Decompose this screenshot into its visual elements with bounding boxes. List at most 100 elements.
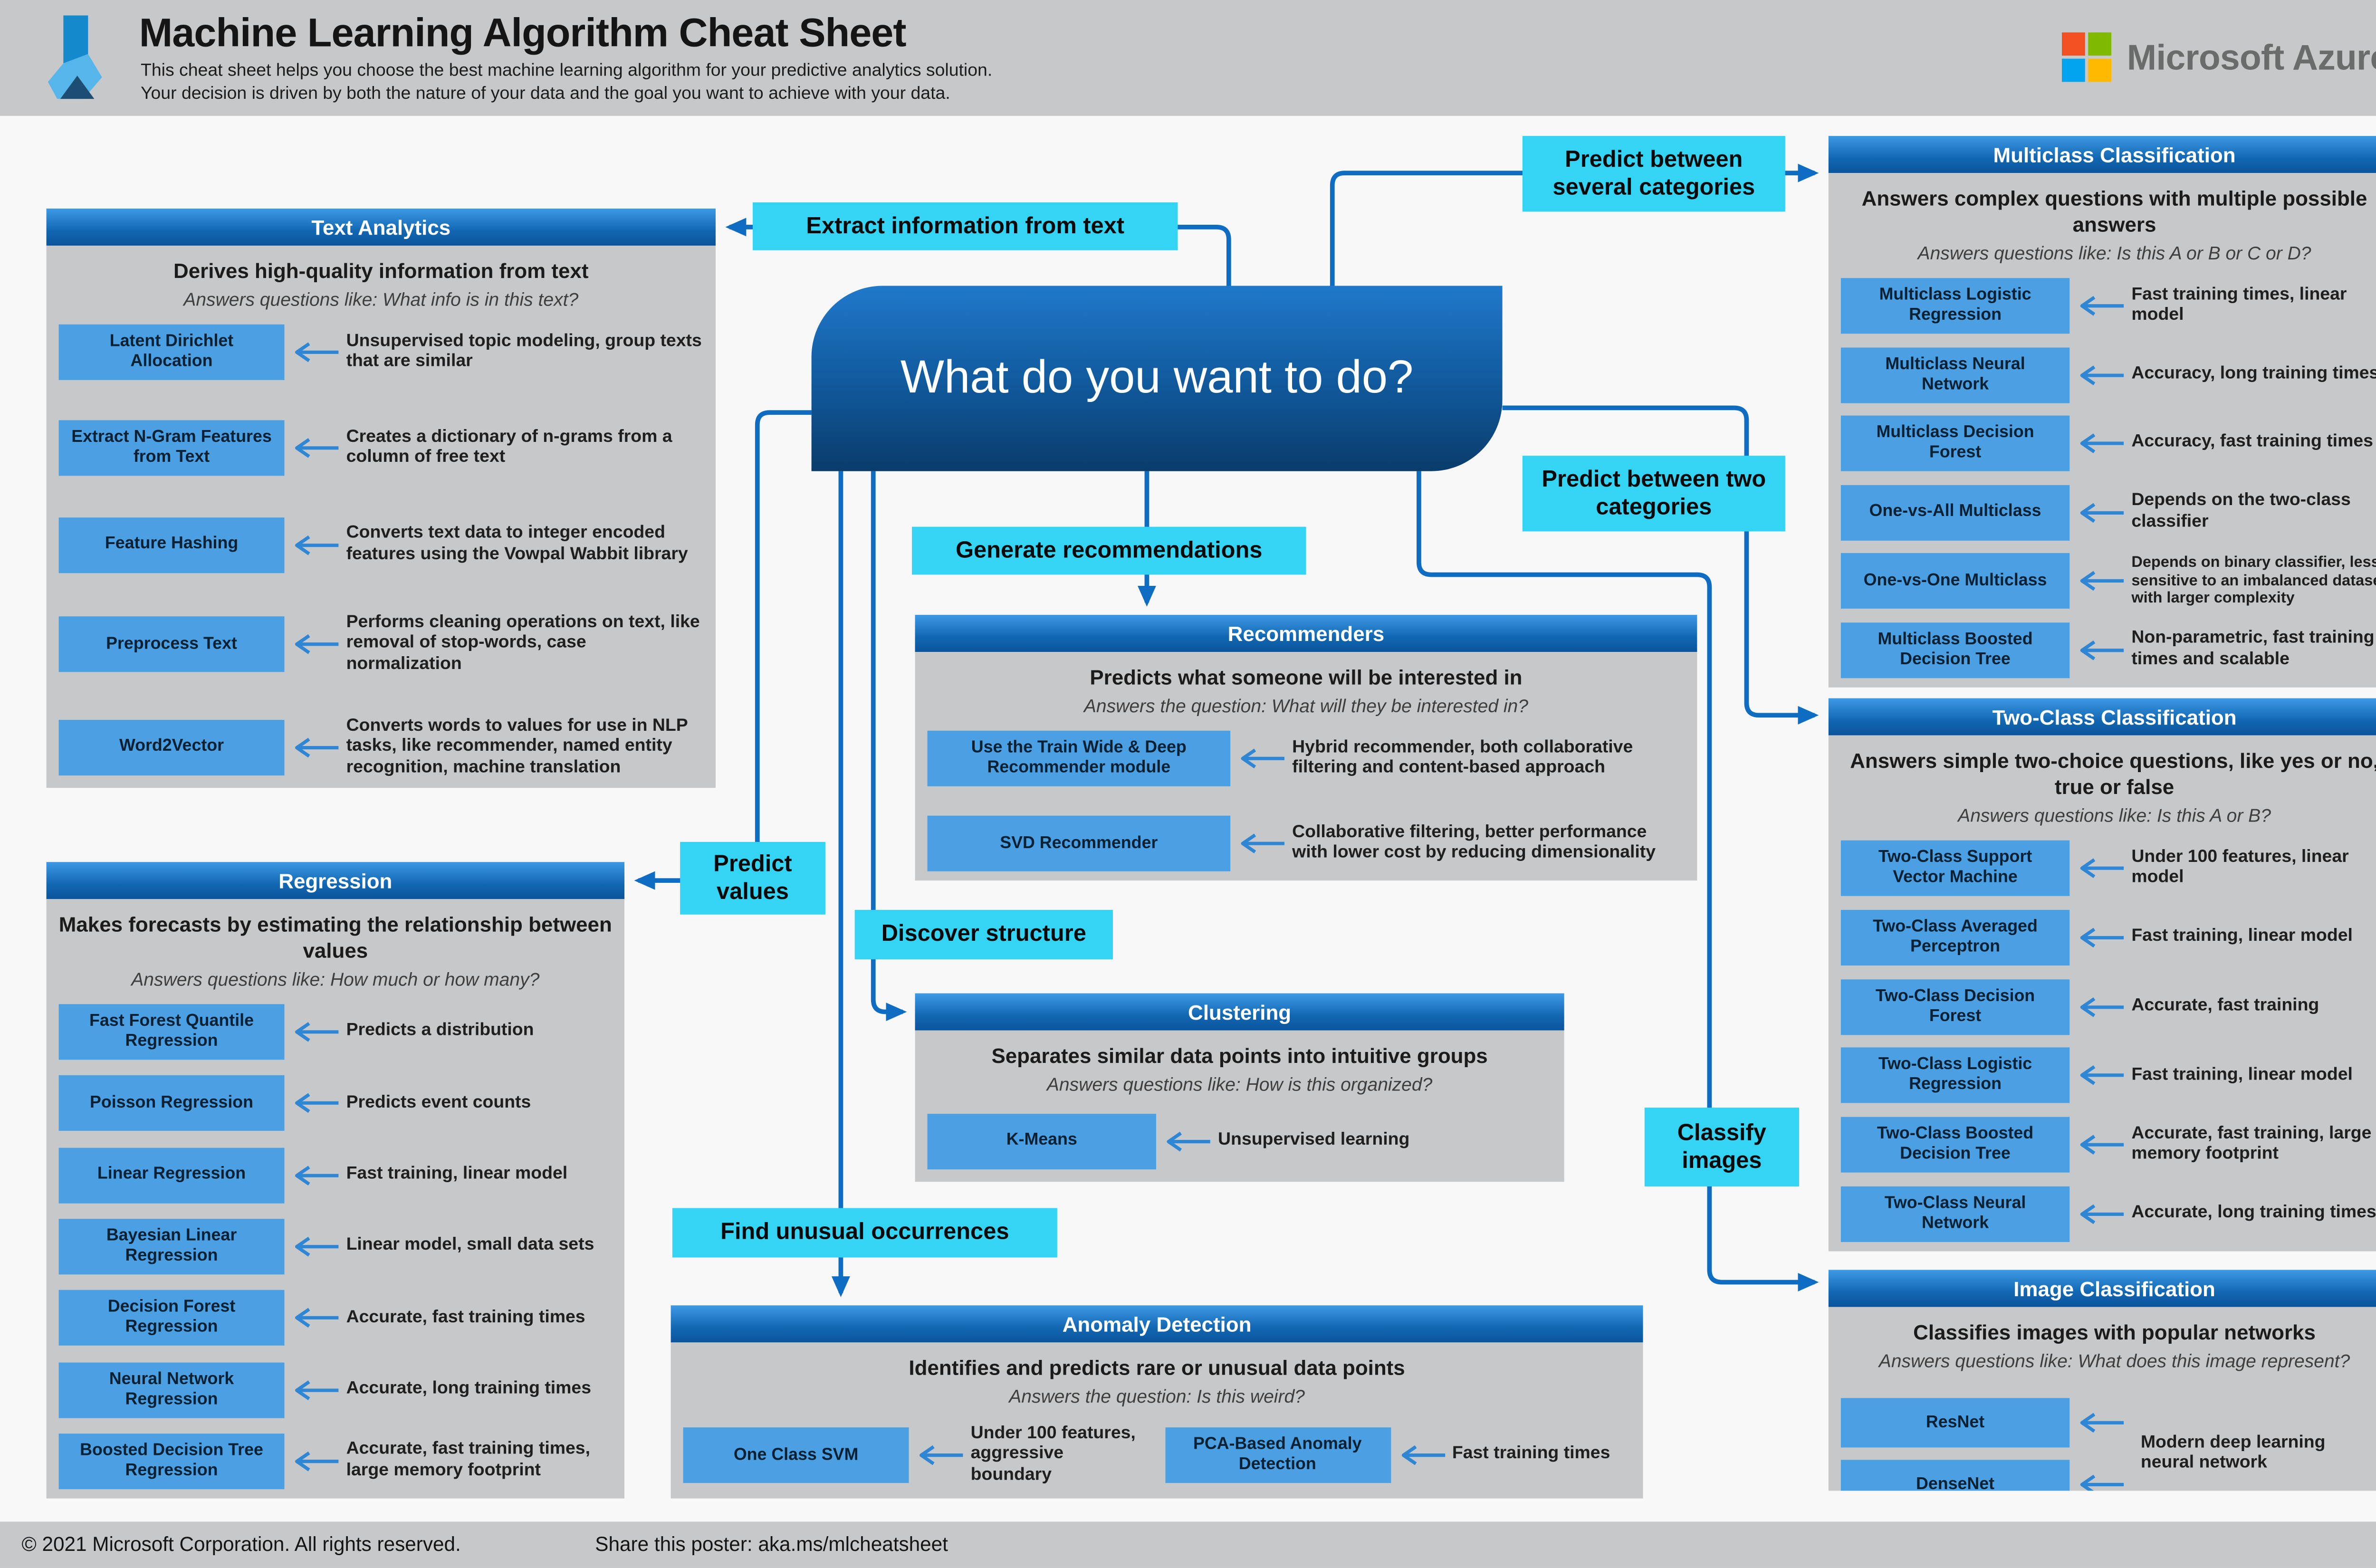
decision-label-generate-recommendations: Generate recommendations <box>912 526 1306 575</box>
algorithm-description: Accurate, fast training <box>2131 996 2319 1015</box>
panel-header-anomaly-detection: Anomaly Detection <box>671 1305 1643 1343</box>
panel-question: Answers the question: What will they be … <box>1083 695 1528 717</box>
panel-header-clustering: Clustering <box>915 993 1564 1031</box>
poster-subtitle: This cheat sheet helps you choose the be… <box>141 60 992 107</box>
wire-text-analytics <box>725 218 1231 286</box>
panel-header-multiclass-classification: Multiclass Classification <box>1828 136 2376 173</box>
algorithm-chip: Fast Forest Quantile Regression <box>58 1004 285 1060</box>
wire-image-classification <box>1417 471 1819 1292</box>
panel-question: Answers questions like: What info is in … <box>183 288 579 311</box>
algorithm-description: Accurate, fast training times, large mem… <box>346 1440 591 1480</box>
panel-recommenders: Recommenders Predicts what someone will … <box>915 614 1697 881</box>
algorithm-description: Collaborative filtering, better performa… <box>1292 822 1656 862</box>
panel-heading: Identifies and predicts rare or unusual … <box>909 1356 1405 1380</box>
panel-header-recommenders: Recommenders <box>915 614 1697 652</box>
algorithm-description: Hybrid recommender, both collaborative f… <box>1292 737 1633 777</box>
left-arrow-icon <box>2080 858 2124 879</box>
algorithm-description: Unsupervised topic modeling, group texts… <box>346 331 702 371</box>
algorithm-chip: One Class SVM <box>683 1427 909 1483</box>
algorithm-chip: One-vs-One Multiclass <box>1840 554 2070 610</box>
algorithm-row: ResNet <box>1840 1398 2131 1448</box>
panel-header-two-class-classification: Two-Class Classification <box>1828 698 2376 736</box>
algorithm-chip: Word2Vector <box>58 719 285 775</box>
microsoft-azure-wordmark: Microsoft Azure <box>2127 36 2376 76</box>
algorithm-description: Converts words to values for use in NLP … <box>346 716 688 776</box>
left-arrow-icon <box>295 342 339 363</box>
algorithm-description: Depends on the two-class classifier <box>2131 491 2351 531</box>
decision-label-discover-structure: Discover structure <box>854 909 1113 959</box>
poster-subtitle-line2: Your decision is driven by both the natu… <box>140 85 950 104</box>
algorithm-chip: Linear Regression <box>58 1147 285 1203</box>
algorithm-chip: Multiclass Logistic Regression <box>1840 278 2070 334</box>
panel-heading: Answers complex questions with multiple … <box>1861 187 2367 237</box>
microsoft-azure-logo: Microsoft Azure <box>2062 32 2376 82</box>
panel-question: Answers the question: Is this weird? <box>1009 1386 1305 1407</box>
panel-question: Answers questions like: How much or how … <box>131 968 540 991</box>
decision-label-classify-images: Classify images <box>1644 1108 1800 1186</box>
panel-image-classification: Image Classification Classifies images w… <box>1828 1270 2376 1491</box>
panel-multiclass-classification: Multiclass Classification Answers comple… <box>1828 136 2376 688</box>
algorithm-description: Performs cleaning operations on text, li… <box>346 612 700 673</box>
algorithm-description: Under 100 features, linear model <box>2131 847 2349 887</box>
panel-heading: Makes forecasts by estimating the relati… <box>58 913 612 963</box>
left-arrow-icon <box>2080 640 2124 660</box>
left-arrow-icon <box>295 1165 339 1185</box>
left-arrow-icon <box>295 438 339 459</box>
panel-heading: Classifies images with popular networks <box>1913 1320 2316 1344</box>
algorithm-chip: Two-Class Averaged Perceptron <box>1840 909 2070 966</box>
algorithm-description: Linear model, small data sets <box>346 1236 594 1255</box>
algorithm-chip: Use the Train Wide & Deep Recommender mo… <box>927 730 1231 786</box>
panel-two-class-classification: Two-Class Classification Answers simple … <box>1828 698 2376 1252</box>
decision-label-extract-information-from-text: Extract information from text <box>753 202 1178 250</box>
panel-header-text-analytics: Text Analytics <box>46 208 716 246</box>
left-arrow-icon <box>2080 502 2124 523</box>
left-arrow-icon <box>1241 833 1284 853</box>
wire-multiclass <box>1330 163 1819 286</box>
left-arrow-icon <box>2080 433 2124 454</box>
algorithm-description: Predicts event counts <box>346 1093 531 1112</box>
panel-heading: Derives high-quality information from te… <box>173 259 589 283</box>
azure-ml-logo-icon <box>48 15 102 99</box>
left-arrow-icon <box>2080 1204 2124 1224</box>
left-arrow-icon <box>2080 1066 2124 1086</box>
left-arrow-icon <box>295 1308 339 1329</box>
algorithm-row: Bayesian Linear Regression Linear model, … <box>58 1219 612 1275</box>
algorithm-chip: DenseNet <box>1840 1460 2070 1491</box>
algorithm-chip: K-Means <box>927 1113 1156 1169</box>
algorithm-chip: Decision Forest Regression <box>58 1290 285 1346</box>
left-arrow-icon <box>2080 1413 2124 1433</box>
algorithm-description: Accuracy, long training times <box>2131 364 2376 383</box>
algorithm-chip: Boosted Decision Tree Regression <box>58 1434 285 1490</box>
panel-question: Answers questions like: What does this i… <box>1878 1350 2350 1372</box>
left-arrow-icon <box>295 737 339 757</box>
algorithm-chip: Bayesian Linear Regression <box>58 1219 285 1275</box>
algorithm-description: Modern deep learning neural network <box>2140 1433 2326 1472</box>
poster-header: Machine Learning Algorithm Cheat Sheet T… <box>0 0 2376 116</box>
wire-two-class <box>1502 405 1819 725</box>
algorithm-description: Fast training, linear model <box>2131 927 2353 946</box>
algorithm-description: Creates a dictionary of n-grams from a c… <box>346 427 672 467</box>
algorithm-chip: Two-Class Boosted Decision Tree <box>1840 1117 2070 1173</box>
algorithm-chip: Two-Class Neural Network <box>1840 1186 2070 1242</box>
algorithm-row: Boosted Decision Tree Regression Accurate… <box>58 1434 612 1490</box>
panel-header-regression: Regression <box>46 862 625 899</box>
